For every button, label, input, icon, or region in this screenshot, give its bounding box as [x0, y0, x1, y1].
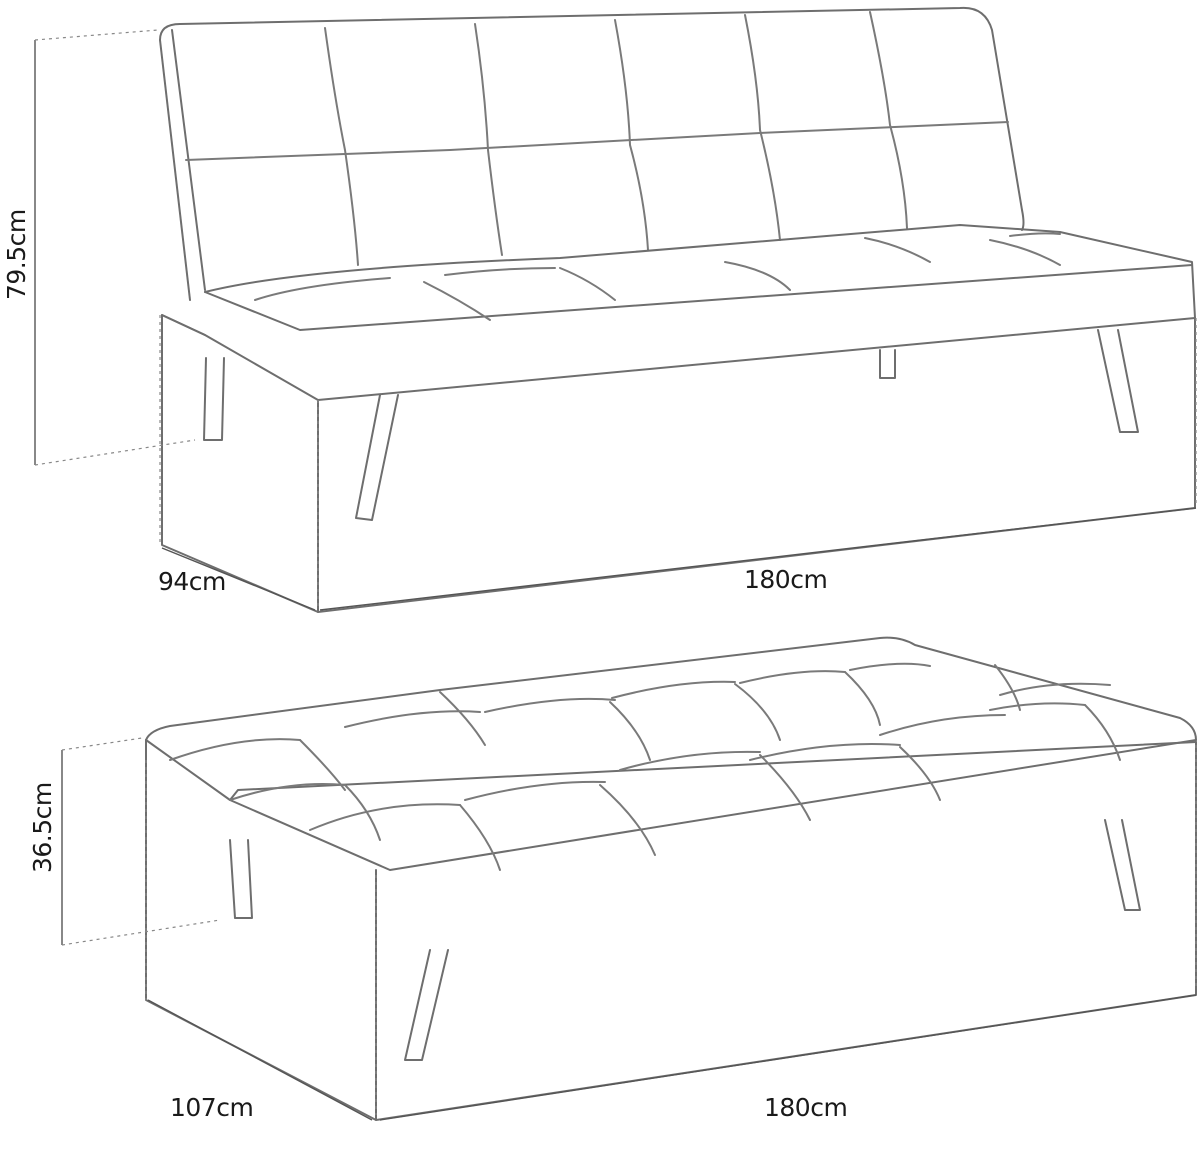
bed-height-label: 36.5cm: [28, 782, 57, 873]
sofa-height-label: 79.5cm: [2, 209, 31, 300]
bed-width-label: 180cm: [764, 1093, 848, 1122]
sofa-depth-label: 94cm: [158, 567, 226, 596]
sofa-width-label: 180cm: [744, 565, 828, 594]
sofa-mode-drawing: [34, 6, 1197, 613]
bed-mode-drawing: [61, 636, 1197, 1121]
bed-depth-label: 107cm: [170, 1093, 254, 1122]
